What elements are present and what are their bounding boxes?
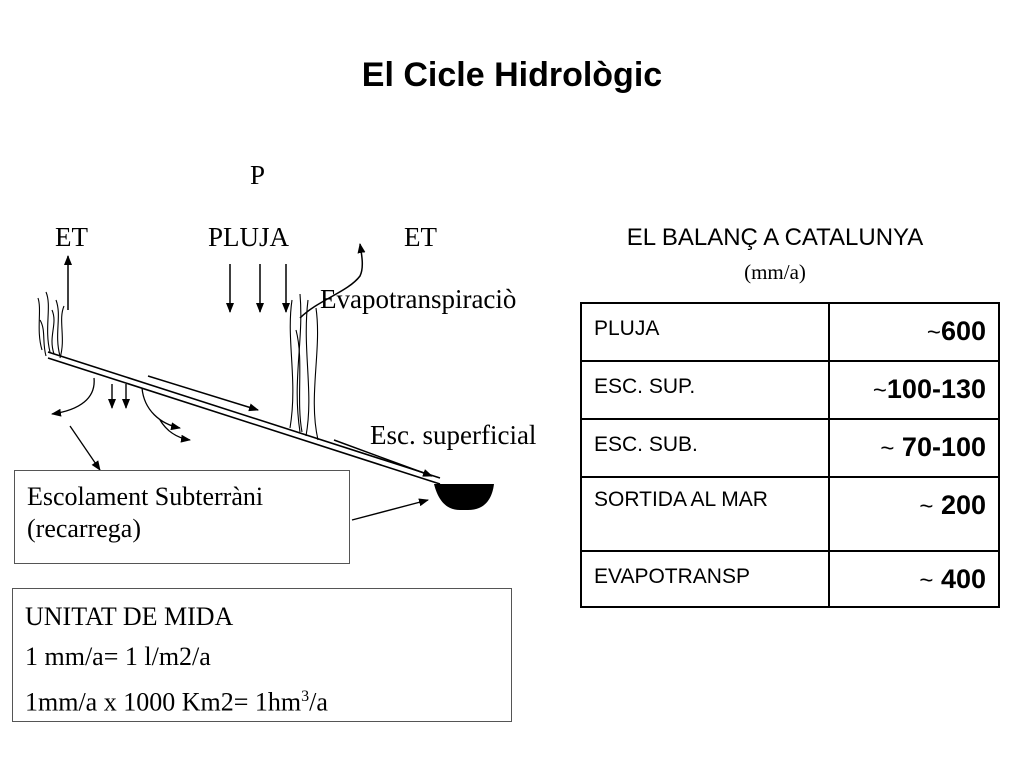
recharge-line-2: (recarrega)	[27, 514, 141, 543]
row-value: ~ 200	[828, 476, 1000, 552]
plants-left	[37, 291, 65, 359]
balance-table: PLUJA ~600 ESC. SUP. ~100-130 ESC. SUB. …	[580, 302, 1000, 608]
units-line-3-b: /a	[309, 687, 328, 717]
row-value: ~600	[828, 302, 1000, 362]
rain-arrows	[226, 264, 290, 313]
units-line-1: UNITAT DE MIDA	[25, 602, 234, 631]
row-label: ESC. SUP.	[580, 360, 830, 420]
precipitation-label: P	[250, 160, 266, 190]
row-value: ~100-130	[828, 360, 1000, 420]
recharge-line-1: Escolament Subterràni	[27, 482, 264, 511]
ground-slope	[47, 351, 441, 485]
infiltration-arrows	[108, 384, 130, 409]
balance-title: EL BALANÇ A CATALUNYA	[626, 224, 924, 251]
surface-runoff-arrows	[147, 375, 433, 477]
units-box: UNITAT DE MIDA 1 mm/a= 1 l/m2/a 1mm/a x …	[12, 588, 512, 722]
units-line-3-sup: 3	[301, 688, 310, 705]
recharge-to-sea-arrow	[351, 498, 429, 521]
et-right-arrow	[299, 243, 366, 319]
row-label: EVAPOTRANSP	[580, 550, 830, 608]
plants-right	[289, 293, 319, 441]
units-line-2: 1 mm/a= 1 l/m2/a	[25, 642, 211, 671]
row-label: ESC. SUB.	[580, 418, 830, 478]
row-value: ~ 400	[828, 550, 1000, 608]
units-line-3: 1mm/a x 1000 Km2= 1hm3/a	[25, 677, 499, 723]
table-row: ESC. SUP. ~100-130	[580, 360, 1000, 420]
sea-icon	[434, 484, 494, 510]
units-line-3-a: 1mm/a x 1000 Km2= 1hm	[25, 687, 302, 717]
et-left-label: ET	[55, 222, 88, 252]
rain-label: PLUJA	[208, 222, 290, 252]
et-right-label: ET	[404, 222, 437, 252]
row-label: PLUJA	[580, 302, 830, 362]
surface-runoff-label: Esc. superficial	[370, 420, 537, 450]
table-row: SORTIDA AL MAR ~ 200	[580, 476, 1000, 552]
row-label: SORTIDA AL MAR	[580, 476, 830, 552]
balance-unit: (mm/a)	[744, 260, 806, 284]
page-title: El Cicle Hidrològic	[361, 56, 663, 94]
table-row: ESC. SUB. ~ 70-100	[580, 418, 1000, 478]
subsurface-arrows	[51, 377, 191, 471]
evapotranspiration-label: Evapotranspiraciò	[320, 284, 517, 314]
table-row: PLUJA ~600	[580, 302, 1000, 362]
row-value: ~ 70-100	[828, 418, 1000, 478]
table-row: EVAPOTRANSP ~ 400	[580, 550, 1000, 608]
recharge-box: Escolament Subterràni (recarrega)	[14, 470, 350, 564]
